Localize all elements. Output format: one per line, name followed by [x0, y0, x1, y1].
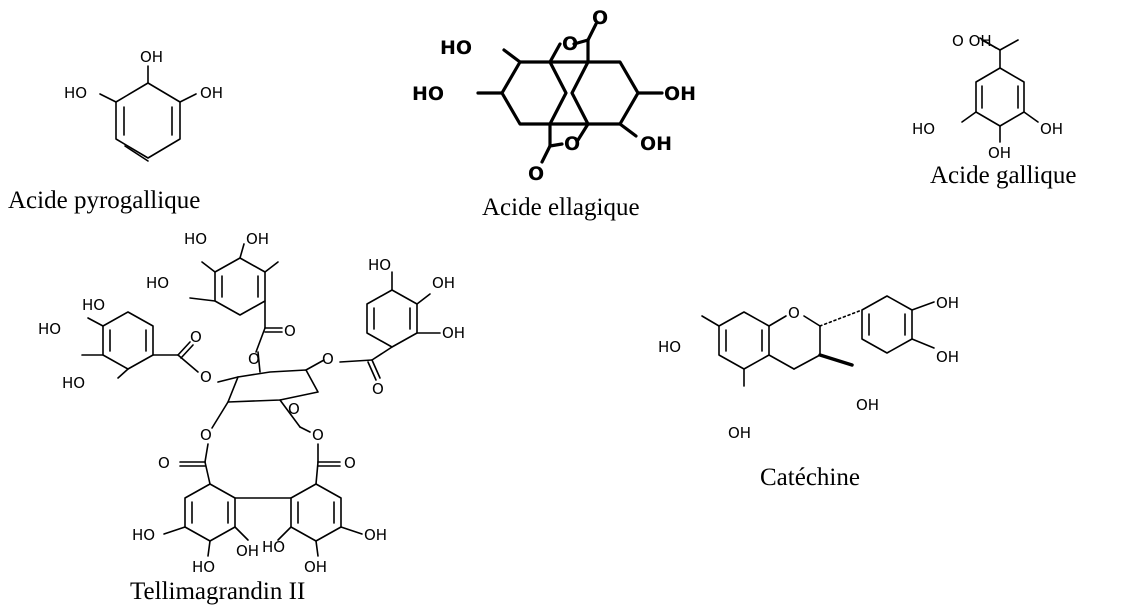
- ellagic-acid-structure: HO HO O O OH OH O O Acide ellagique: [400, 0, 740, 230]
- catechin-ring-o: O: [788, 304, 800, 322]
- catechin-oh-4prime: OH: [936, 348, 959, 366]
- gallic-acid-structure: O OH HO OH OH Acide gallique: [900, 0, 1126, 230]
- gallic-o-oh: O OH: [952, 32, 992, 50]
- catechin-oh-3prime: OH: [936, 294, 959, 312]
- catechin-oh-5: OH: [728, 424, 751, 442]
- gallic-acid-name: Acide gallique: [930, 162, 1077, 189]
- gallic-oh-right: OH: [1040, 120, 1063, 138]
- tg-hhdp-o-carbonyl-right: O: [344, 454, 356, 472]
- tg-top-o-ester: O: [248, 350, 260, 368]
- tg-left-ho-1: HO: [82, 296, 105, 314]
- tg-left-ho-3: HO: [62, 374, 85, 392]
- ellagic-o-carbonyl-top: O: [592, 7, 608, 29]
- tg-top-ho-1: HO: [184, 230, 207, 248]
- tellimagrandin-ii-structure: HO OH HO O O HO HO HO O O HO OH OH O: [0, 222, 560, 611]
- tg-right-oh-1: OH: [432, 274, 455, 292]
- ellagic-acid-drawing: HO HO O O OH OH O O: [412, 7, 696, 185]
- tg-top-ho-2: HO: [146, 274, 169, 292]
- gallic-oh-bottom: OH: [988, 144, 1011, 162]
- ellagic-ho-1: HO: [440, 37, 472, 59]
- catechin-drawing: O HO OH OH OH OH: [658, 294, 959, 442]
- ellagic-o-carbonyl-bottom: O: [528, 163, 544, 185]
- tg-top-o-carbonyl: O: [284, 322, 296, 340]
- tg-hhdp-ho-3: HO: [262, 538, 285, 556]
- tellimagrandin-ii-drawing: HO OH HO O O HO HO HO O O HO OH OH O: [38, 230, 465, 576]
- tg-right-o-ester: O: [322, 350, 334, 368]
- tg-right-o-carbonyl: O: [372, 380, 384, 398]
- tg-hhdp-o-right: O: [312, 426, 324, 444]
- ellagic-o-ring-bottom: O: [564, 133, 580, 155]
- tg-right-oh-2: OH: [442, 324, 465, 342]
- ellagic-ho-2: HO: [412, 83, 444, 105]
- catechin-ho-7: HO: [658, 338, 681, 356]
- pyrogallic-acid-drawing: OH HO OH: [64, 48, 223, 162]
- tg-left-o-carbonyl: O: [190, 328, 202, 346]
- tg-hhdp-oh-1: OH: [236, 542, 259, 560]
- ellagic-acid-name: Acide ellagique: [482, 194, 640, 221]
- tg-ring-o: O: [288, 400, 300, 418]
- ellagic-o-ring-top: O: [562, 33, 578, 55]
- ellagic-oh-1: OH: [664, 83, 696, 105]
- tg-left-ho-2: HO: [38, 320, 61, 338]
- gallic-ho-left: HO: [912, 120, 935, 138]
- pyrogallic-acid-structure: OH HO OH Acide pyrogallique: [0, 0, 300, 230]
- pyrogallic-oh-top: OH: [140, 48, 163, 66]
- catechin-structure: O HO OH OH OH OH Catéchine: [620, 250, 1020, 510]
- tellimagrandin-ii-name: Tellimagrandin II: [130, 578, 306, 605]
- tg-right-ho: HO: [368, 256, 391, 274]
- pyrogallic-acid-name: Acide pyrogallique: [8, 187, 201, 214]
- pyrogallic-ho-left: HO: [64, 84, 87, 102]
- tg-top-oh-1: OH: [246, 230, 269, 248]
- tg-hhdp-o-carbonyl-left: O: [158, 454, 170, 472]
- tg-hhdp-oh-2: OH: [304, 558, 327, 576]
- catechin-oh-3: OH: [856, 396, 879, 414]
- tg-hhdp-ho-2: HO: [192, 558, 215, 576]
- tg-hhdp-oh-3: OH: [364, 526, 387, 544]
- tg-hhdp-ho-1: HO: [132, 526, 155, 544]
- pyrogallic-oh-right: OH: [200, 84, 223, 102]
- catechin-name: Catéchine: [760, 464, 860, 491]
- tg-left-o-ester: O: [200, 368, 212, 386]
- gallic-acid-drawing: O OH HO OH OH: [912, 32, 1063, 162]
- ellagic-oh-2: OH: [640, 133, 672, 155]
- tg-hhdp-o-left: O: [200, 426, 212, 444]
